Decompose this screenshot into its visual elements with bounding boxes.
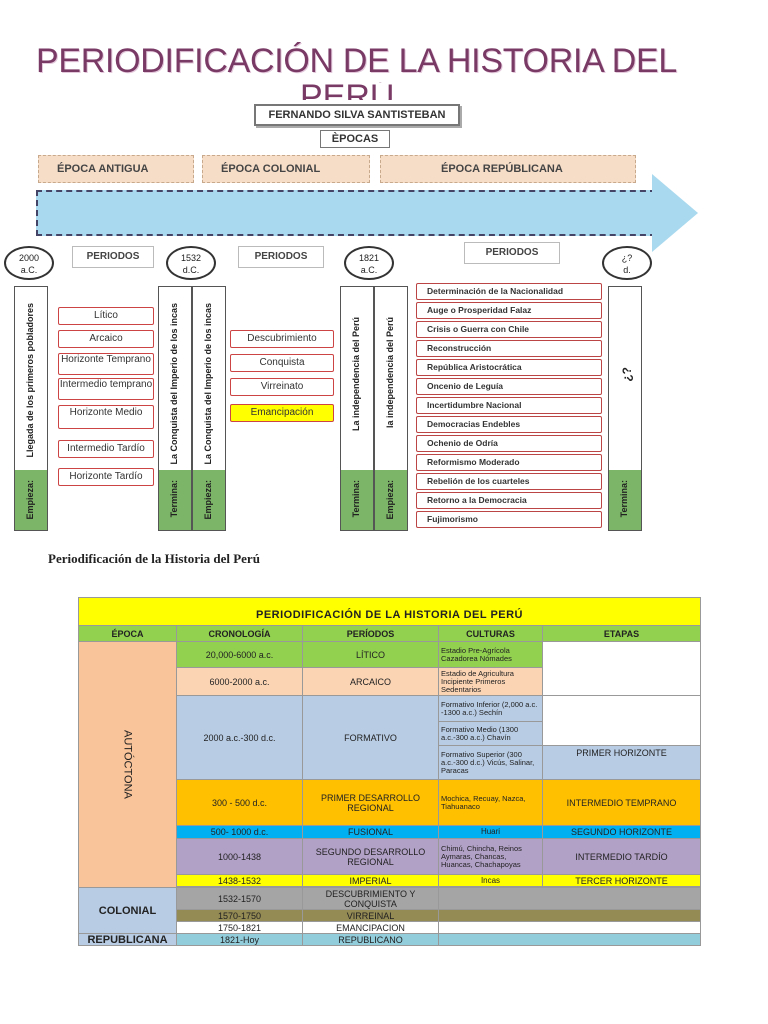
crono-virreinal: 1570-1750 [176, 909, 303, 922]
periodo-descubrimiento: DESCUBRIMIENTO Y CONQUISTA [302, 887, 439, 910]
header-epoca: ÉPOCA [78, 625, 177, 642]
epoca-republicana: REPUBLICANA [78, 933, 177, 946]
cultura-formativo-superior: Formativo Superior (300 a.c.-300 d.c.) V… [438, 745, 543, 780]
cultura-segundo: Chimú, Chincha, Reinos Aymaras, Chancas,… [438, 838, 543, 875]
crono-regional: 300 - 500 d.c. [176, 779, 303, 826]
crono-imperial: 1438-1532 [176, 874, 303, 887]
periodos-label-colonial: PERIODOS [238, 246, 324, 268]
periodo-segundo: SEGUNDO DESARROLLO REGIONAL [302, 838, 439, 875]
column-start-republicana: la independencia del Perú Empieza: [374, 286, 408, 531]
colonial-blank-1 [438, 887, 701, 910]
cultura-fusional: Huari [438, 825, 543, 839]
periodo-virreinal: VIRREINAL [302, 909, 439, 922]
date-circle-future: ¿?d. [602, 246, 652, 280]
figure-caption: Periodificación de la Historia del Perú [48, 551, 260, 566]
header-cronologia: CRONOLOGÍA [176, 625, 303, 642]
periodo-arcaico: ARCAICO [302, 667, 439, 696]
republic-period-10: Reformismo Moderado [416, 454, 602, 471]
period-emancipacion: Emancipación [230, 404, 334, 422]
etapa-empty-2 [542, 695, 701, 746]
period-arcaico: Arcaico [58, 330, 154, 348]
period-intermedio-temprano: Intermedio temprano [58, 378, 154, 400]
period-horizonte-medio: Horizonte Medio [58, 405, 154, 429]
epoca-autoctona: AUTÓCTONA [78, 641, 177, 888]
periodo-formativo: FORMATIVO [302, 695, 439, 780]
column-end-antigua: La Conquista del Imperio de los incas Te… [158, 286, 192, 531]
periodos-label-republicana: PERIODOS [464, 242, 560, 264]
period-conquista: Conquista [230, 354, 334, 372]
etapa-empty [542, 641, 701, 696]
periodo-fusional: FUSIONAL [302, 825, 439, 839]
table-title: PERIODIFICACIÓN DE LA HISTORIA DEL PERÚ [78, 597, 701, 626]
republic-period-6: Oncenio de Leguía [416, 378, 602, 395]
periodo-emancipacion: EMANCIPACION [302, 921, 439, 934]
timeline-arrowhead [652, 174, 698, 252]
periodization-table: PERIODIFICACIÓN DE LA HISTORIA DEL PERÚ … [78, 597, 701, 946]
column-end-colonial: La independencia del Perú Termina: [340, 286, 374, 531]
crono-fusional: 500- 1000 d.c. [176, 825, 303, 839]
republic-period-1: Determinación de la Nacionalidad [416, 283, 602, 300]
column-end-republicana: ¿? Termina: [608, 286, 642, 531]
cultura-formativo-medio: Formativo Medio (1300 a.c.-300 a.c.) Cha… [438, 721, 543, 746]
crono-descubrimiento: 1532-1570 [176, 887, 303, 910]
republic-period-5: República Aristocrática [416, 359, 602, 376]
cultura-litico: Estadio Pre-Agrícola Cazadorea Nómades [438, 641, 543, 668]
periodo-republicano: REPUBLICANO [302, 933, 439, 946]
epoch-antigua: ÉPOCA ANTIGUA [38, 155, 194, 183]
header-etapas: ETAPAS [542, 625, 701, 642]
republic-period-11: Rebelión de los cuarteles [416, 473, 602, 490]
crono-emancipacion: 1750-1821 [176, 921, 303, 934]
etapa-segundo-horizonte: SEGUNDO HORIZONTE [542, 825, 701, 839]
column-start-colonial: La Conquista del Imperio de los incas Em… [192, 286, 226, 531]
author-box: FERNANDO SILVA SANTISTEBAN [254, 104, 460, 126]
etapa-primer-horizonte: PRIMER HORIZONTE [542, 745, 701, 780]
period-virreinato: Virreinato [230, 378, 334, 396]
period-litico: Lítico [58, 307, 154, 325]
republic-period-13: Fujimorismo [416, 511, 602, 528]
colonial-blank-3 [438, 921, 701, 934]
epoca-colonial: COLONIAL [78, 887, 177, 934]
etapa-intermedio-tardio: INTERMEDIO TARDÍO [542, 838, 701, 875]
cultura-arcaico: Estadio de Agricultura Incipiente Primer… [438, 667, 543, 696]
page-title-continued: PERÚ [300, 82, 394, 100]
column-start-antigua: Llegada de los primeros pobladores Empie… [14, 286, 48, 531]
period-descubrimiento: Descubrimiento [230, 330, 334, 348]
crono-formativo: 2000 a.c.-300 d.c. [176, 695, 303, 780]
republic-period-8: Democracias Endebles [416, 416, 602, 433]
cultura-imperial: Incas [438, 874, 543, 887]
crono-republicano: 1821-Hoy [176, 933, 303, 946]
header-culturas: CULTURAS [438, 625, 543, 642]
crono-litico: 20,000-6000 a.c. [176, 641, 303, 668]
epoch-republicana: ÉPOCA REPÚBLICANA [380, 155, 636, 183]
republic-period-2: Auge o Prosperidad Falaz [416, 302, 602, 319]
period-intermedio-tardio: Intermedio Tardío [58, 440, 154, 458]
crono-arcaico: 6000-2000 a.c. [176, 667, 303, 696]
period-horizonte-temprano: Horizonte Temprano [58, 353, 154, 375]
periodo-imperial: IMPERIAL [302, 874, 439, 887]
periodo-regional: PRIMER DESARROLLO REGIONAL [302, 779, 439, 826]
epocas-box: ÈPOCAS [320, 130, 390, 148]
epoch-colonial: ÉPOCA COLONIAL [202, 155, 370, 183]
period-horizonte-tardio: Horizonte Tardío [58, 468, 154, 486]
periodo-litico: LÍTICO [302, 641, 439, 668]
colonial-blank-2 [438, 909, 701, 922]
etapa-tercer-horizonte: TERCER HORIZONTE [542, 874, 701, 887]
cultura-regional: Mochica, Recuay, Nazca, Tiahuanaco [438, 779, 543, 826]
republic-period-4: Reconstrucción [416, 340, 602, 357]
crono-segundo: 1000-1438 [176, 838, 303, 875]
header-periodos: PERÍODOS [302, 625, 439, 642]
republic-period-12: Retorno a la Democracia [416, 492, 602, 509]
republic-period-7: Incertidumbre Nacional [416, 397, 602, 414]
cultura-formativo-inferior: Formativo Inferior (2,000 a.c. -1300 a.c… [438, 695, 543, 722]
republic-period-9: Ochenio de Odría [416, 435, 602, 452]
periodos-label-antigua: PERIODOS [72, 246, 154, 268]
republic-period-3: Crisis o Guerra con Chile [416, 321, 602, 338]
page-title: PERIODIFICACIÓN DE LA HISTORIA DEL [36, 42, 677, 80]
etapa-intermedio-temprano: INTERMEDIO TEMPRANO [542, 779, 701, 826]
republicano-blank [438, 933, 701, 946]
timeline-arrow [36, 190, 656, 236]
